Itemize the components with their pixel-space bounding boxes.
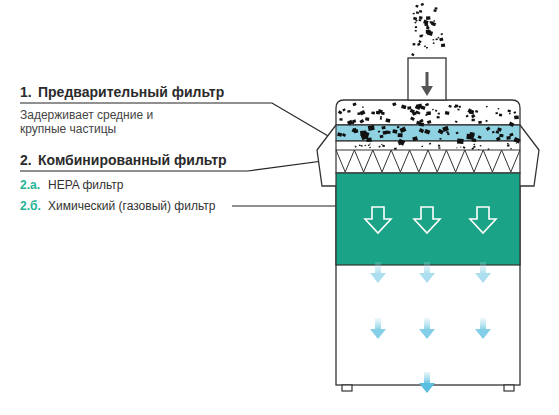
housing-flange	[520, 125, 539, 186]
callout-number: 2.	[20, 152, 32, 168]
prefilter-layer	[336, 125, 520, 141]
part-description: Задерживает средние и крупные частицы	[20, 108, 170, 136]
leader-line	[232, 205, 350, 206]
housing-foot	[504, 385, 514, 391]
callout-number: 2.а.	[20, 178, 40, 192]
part-name: HEPA фильтр	[48, 178, 124, 192]
callout-number: 2.б.	[20, 199, 41, 213]
part-name: Химический (газовый) фильтр	[48, 199, 215, 213]
part-heading: Предварительный фильтр	[38, 84, 224, 100]
inflow-arrow	[426, 72, 429, 88]
housing-body	[336, 173, 520, 385]
dust-particles	[337, 3, 520, 150]
housing-cap	[336, 100, 520, 125]
inlet-pipe	[408, 58, 446, 100]
part-heading: Комбинированный фильтр	[38, 152, 227, 168]
pleated-layer	[336, 141, 520, 173]
clean-air-arrows	[370, 262, 491, 393]
flow-arrow	[365, 207, 496, 233]
leader-line	[20, 103, 340, 143]
combined-filter-block	[336, 173, 520, 265]
inflow-arrow	[421, 86, 433, 96]
housing-flange	[317, 125, 336, 186]
filter-pleats	[336, 150, 520, 172]
housing-foot	[342, 385, 352, 391]
callout-number: 1.	[20, 84, 32, 100]
